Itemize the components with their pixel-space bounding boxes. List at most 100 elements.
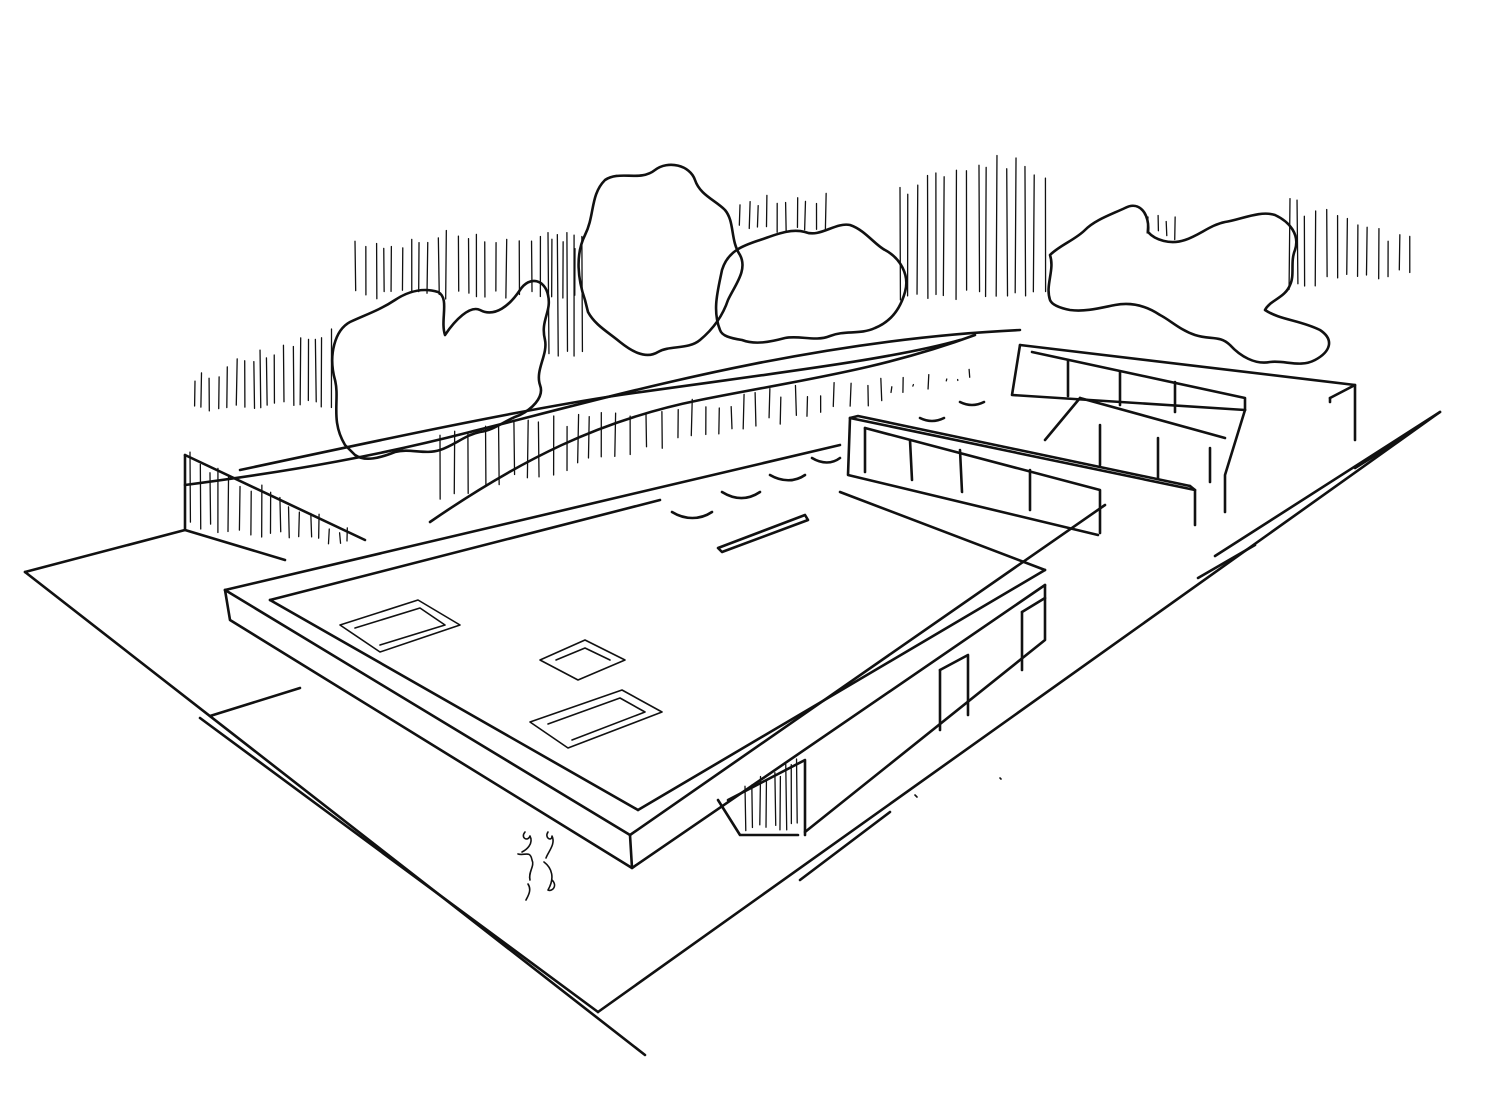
hatch-stroke [927, 373, 930, 390]
hatch-stroke [587, 416, 590, 459]
hatch-stroke [614, 412, 617, 457]
tree-canopy-center-left [577, 163, 744, 357]
hatch-stroke [282, 344, 285, 403]
hatch-stroke [327, 528, 330, 545]
landscape-berm-lines [183, 328, 1022, 524]
hatch-stroke [279, 496, 282, 533]
hatch-stroke [774, 772, 777, 826]
site-ground-lines [23, 410, 1442, 1057]
left-retaining-wall [183, 453, 367, 562]
hatch-stroke [338, 532, 342, 544]
tree-shading-hatch [193, 154, 1411, 412]
hatch-stroke [445, 229, 447, 300]
hatch-stroke [547, 231, 550, 355]
hatch-stroke [849, 382, 852, 407]
hatch-stroke [1014, 157, 1017, 294]
left-wall-hatch [189, 451, 348, 545]
tree-canopy-left [331, 279, 551, 461]
hatch-stroke [832, 382, 835, 408]
tree-canopy-right [1047, 204, 1331, 365]
hatch-stroke [1288, 197, 1291, 291]
hatch-stroke [806, 396, 809, 417]
hatch-stroke [742, 393, 745, 430]
hatch-stroke [1398, 234, 1401, 271]
hatch-stroke [756, 204, 759, 228]
hatch-stroke [795, 758, 798, 824]
skylight-2 [539, 639, 626, 681]
hatch-stroke [537, 421, 540, 478]
hatch-stroke [880, 377, 883, 402]
hatch-stroke [1032, 174, 1035, 293]
hatch-stroke [505, 238, 508, 299]
hatch-stroke [690, 398, 693, 437]
hatch-stroke [984, 166, 987, 298]
entrance-recess-hatch [744, 758, 798, 832]
hatch-stroke [354, 240, 357, 292]
hatch-stroke [513, 419, 516, 476]
hatch-stroke [759, 775, 762, 826]
hatch-stroke [779, 396, 782, 425]
hatch-stroke [200, 372, 203, 408]
hatch-stroke [1296, 199, 1299, 285]
hatch-stroke [978, 164, 981, 293]
hatch-stroke [645, 413, 648, 448]
hatch-stroke [751, 784, 754, 829]
main-building-walls [716, 583, 1047, 837]
hatch-stroke [754, 391, 757, 427]
hatch-stroke [299, 337, 302, 406]
tree-canopy-center [714, 223, 908, 344]
skylight-3 [529, 689, 663, 749]
hatch-stroke [497, 425, 500, 486]
main-roof-slab [223, 443, 1107, 870]
hatch-stroke [995, 154, 998, 297]
hatch-stroke [581, 235, 584, 353]
hatch-stroke [556, 233, 559, 357]
hatch-stroke [890, 386, 893, 394]
hatch-stroke [298, 511, 301, 538]
hatch-stroke [912, 383, 915, 387]
hatch-stroke [784, 201, 787, 234]
hatch-stroke [314, 338, 317, 403]
hatch-stroke [738, 204, 741, 226]
hatch-stroke [566, 231, 569, 352]
hatch-stroke [824, 192, 827, 232]
hatch-stroke [968, 368, 971, 378]
hatch-stroke [310, 512, 313, 538]
hatch-stroke [1146, 216, 1149, 234]
hatch-stroke [526, 419, 529, 479]
hatch-stroke [1165, 220, 1168, 237]
hatch-stroke [235, 358, 238, 406]
hatch-stroke [437, 237, 440, 296]
hatch-stroke [785, 763, 788, 831]
hatch-stroke [287, 506, 290, 539]
skylight-1 [339, 599, 461, 653]
hatch-stroke [730, 406, 733, 430]
hatch-stroke [1006, 168, 1009, 297]
berm-grass-hatch [439, 368, 971, 500]
rear-pavilion-upper [1010, 343, 1357, 514]
hatch-stroke [1365, 226, 1368, 276]
hatch-stroke [748, 200, 751, 230]
hatch-stroke [794, 384, 798, 416]
hatch-stroke [238, 485, 241, 531]
hatch-stroke [803, 200, 807, 231]
hatch-stroke [265, 357, 268, 406]
roof-arc-marks [670, 400, 986, 554]
hatch-stroke [942, 176, 945, 297]
hatch-stroke [1346, 217, 1349, 275]
ink-specks [914, 777, 1002, 798]
human-figure-1 [517, 831, 534, 901]
hatch-stroke [1024, 165, 1027, 297]
hatch-stroke [768, 388, 771, 419]
hatch-stroke [259, 349, 262, 409]
hatch-stroke [744, 785, 747, 832]
hatch-stroke [916, 184, 919, 295]
hatch-stroke [209, 472, 212, 525]
hatch-stroke [253, 361, 256, 409]
hatch-stroke [426, 241, 429, 294]
human-figure-2 [543, 831, 556, 892]
hatch-stroke [227, 476, 230, 533]
rear-pavilion-lower [846, 414, 1197, 537]
hatch-stroke [577, 413, 580, 464]
